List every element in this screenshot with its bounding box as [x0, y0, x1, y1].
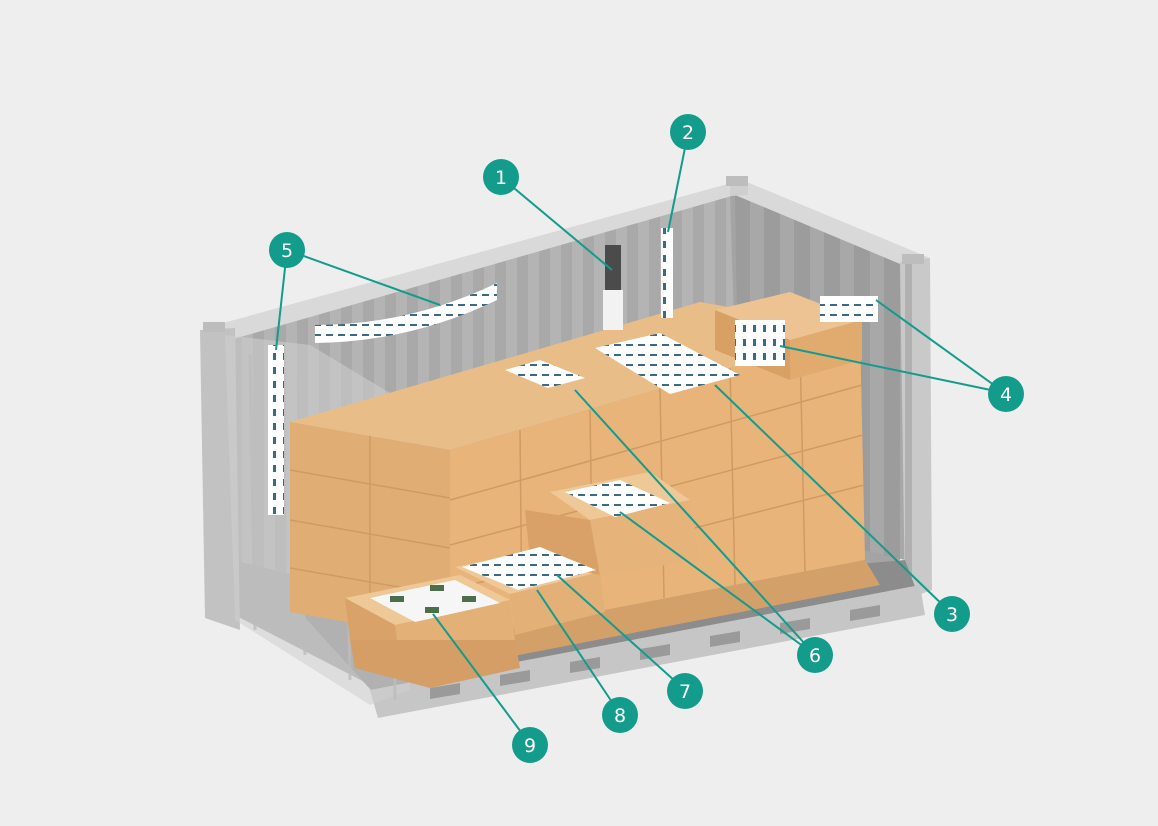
tall-pallet-sheet [565, 480, 670, 517]
left-pallet-sheet [370, 580, 500, 622]
desiccant-items [268, 228, 878, 622]
callout-7: 7 [667, 673, 703, 709]
middle-pallet-sheets [462, 547, 596, 590]
svg-text:6: 6 [809, 645, 821, 667]
callout-8: 8 [602, 697, 638, 733]
callout-4: 4 [988, 376, 1024, 412]
door-strip-vertical [268, 345, 284, 515]
ceiling-strip [315, 283, 497, 343]
svg-text:8: 8 [614, 705, 626, 727]
svg-text:9: 9 [524, 735, 536, 757]
callout-1: 1 [483, 159, 519, 195]
end-wall-label-front [735, 320, 785, 366]
svg-text:1: 1 [495, 167, 507, 189]
svg-text:2: 2 [682, 122, 694, 144]
end-frame [900, 258, 932, 600]
top-sheet-small [505, 360, 585, 388]
hanging-strip [661, 228, 673, 318]
svg-text:5: 5 [281, 240, 293, 262]
callout-markers: 1 2 3 4 5 6 7 8 [269, 114, 1024, 763]
upper-carton-tier [715, 292, 862, 340]
svg-text:7: 7 [679, 681, 691, 703]
leader-lines [275, 132, 1006, 745]
roof-rail [205, 180, 930, 340]
callout-6: 6 [797, 637, 833, 673]
end-wall-label-top [820, 296, 878, 322]
callout-3: 3 [934, 596, 970, 632]
callout-2: 2 [670, 114, 706, 150]
top-sheet-large [595, 333, 740, 394]
main-pallet [450, 560, 880, 668]
callout-9: 9 [512, 727, 548, 763]
svg-text:4: 4 [1000, 384, 1012, 406]
svg-text:3: 3 [946, 604, 958, 626]
callout-5: 5 [269, 232, 305, 268]
